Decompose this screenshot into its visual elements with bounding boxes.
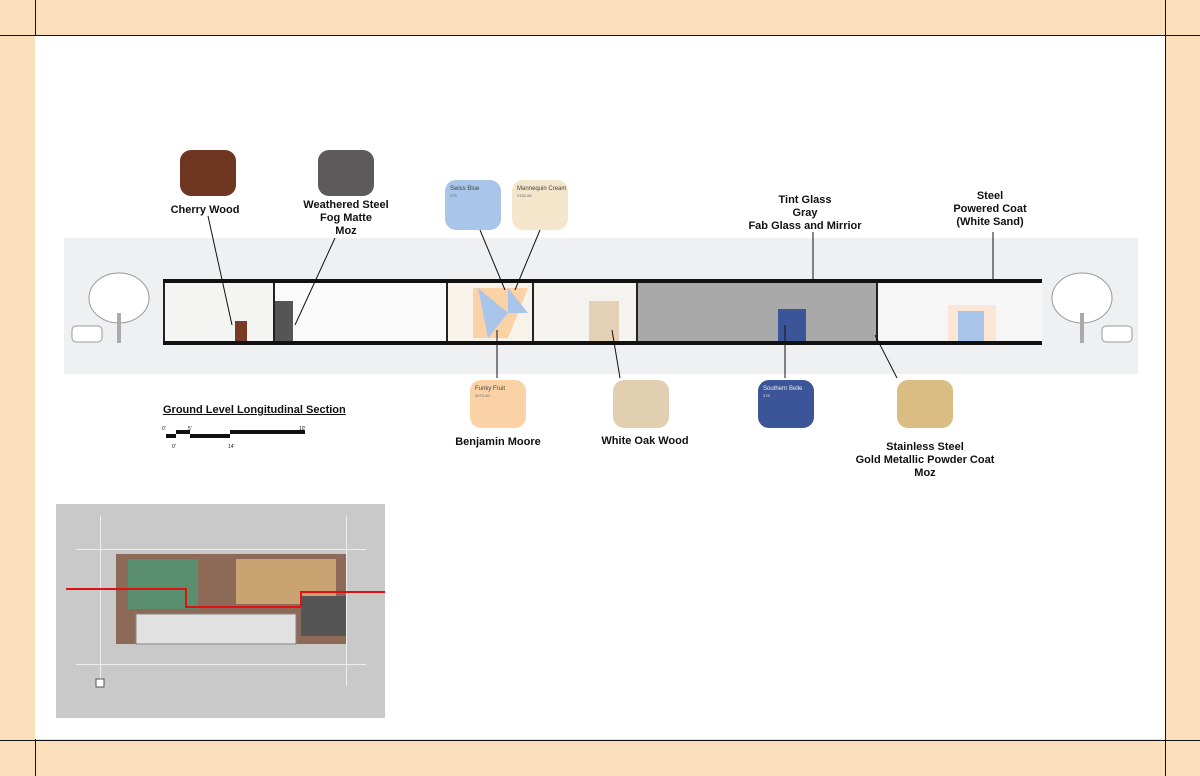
southern-belle-swatch: Southern Belle 378 <box>758 380 814 428</box>
room-gym <box>636 283 876 341</box>
funky-fruit-name: Funky Fruit <box>475 386 506 392</box>
site-plan-thumbnail <box>56 504 386 718</box>
scale-tick-bottom-14: 14' <box>228 444 235 450</box>
cherry-wood-swatch <box>180 150 236 196</box>
tree-icon-right <box>1051 272 1113 343</box>
car-icon-right <box>1101 325 1133 343</box>
room-mural <box>446 283 532 341</box>
scale-tick-bottom-0: 0' <box>172 444 176 450</box>
mannequin-cream-swatch: Mannequin Cream 2152-60 <box>512 180 568 230</box>
section-title: Ground Level Longitudinal Section <box>163 404 346 416</box>
scale-tick-0: 0' <box>162 426 166 432</box>
benjamin-moore-label: Benjamin Moore <box>455 436 541 448</box>
frame-line-bottom <box>0 740 1200 741</box>
scale-tick-5: 5' <box>188 426 192 432</box>
street-context <box>71 272 1133 343</box>
weathered-steel-swatch <box>318 150 374 196</box>
southern-belle-name: Southern Belle <box>763 386 803 392</box>
stainless-steel-swatch <box>897 380 953 428</box>
southern-belle-code: 378 <box>763 393 770 398</box>
cherry-wood-label: Cherry Wood <box>170 204 240 216</box>
swiss-blue-name: Swiss Blue <box>450 186 480 192</box>
room-stair <box>532 283 636 341</box>
white-oak-swatch <box>613 380 669 428</box>
swiss-blue-swatch: Swiss Blue 275 <box>445 180 501 230</box>
swiss-blue-code: 275 <box>450 193 457 198</box>
frame-line-right <box>1165 0 1166 776</box>
oak-stair <box>589 301 619 341</box>
scale-tick-10: 10' <box>299 426 306 432</box>
building-section <box>163 279 1042 345</box>
entry-door <box>958 311 984 341</box>
tree-icon-left <box>88 272 150 343</box>
southern-belle-door <box>778 309 806 341</box>
funky-fruit-swatch: Funky Fruit 2070-50 <box>470 380 526 428</box>
room-lobby <box>163 283 273 341</box>
cherry-desk <box>235 321 247 341</box>
white-oak-label: White Oak Wood <box>601 435 689 447</box>
room-east <box>876 283 1042 341</box>
mannequin-cream-code: 2152-60 <box>517 193 532 198</box>
car-icon-left <box>71 325 103 343</box>
mannequin-cream-name: Mannequin Cream <box>517 186 567 192</box>
steel-panel <box>275 301 293 341</box>
room-dining <box>273 283 446 341</box>
funky-fruit-code: 2070-50 <box>475 393 490 398</box>
site-plan-drawing <box>66 516 386 688</box>
mural-graphic <box>473 288 528 338</box>
frame-line-top <box>0 35 1200 36</box>
scale-bar <box>166 430 305 438</box>
